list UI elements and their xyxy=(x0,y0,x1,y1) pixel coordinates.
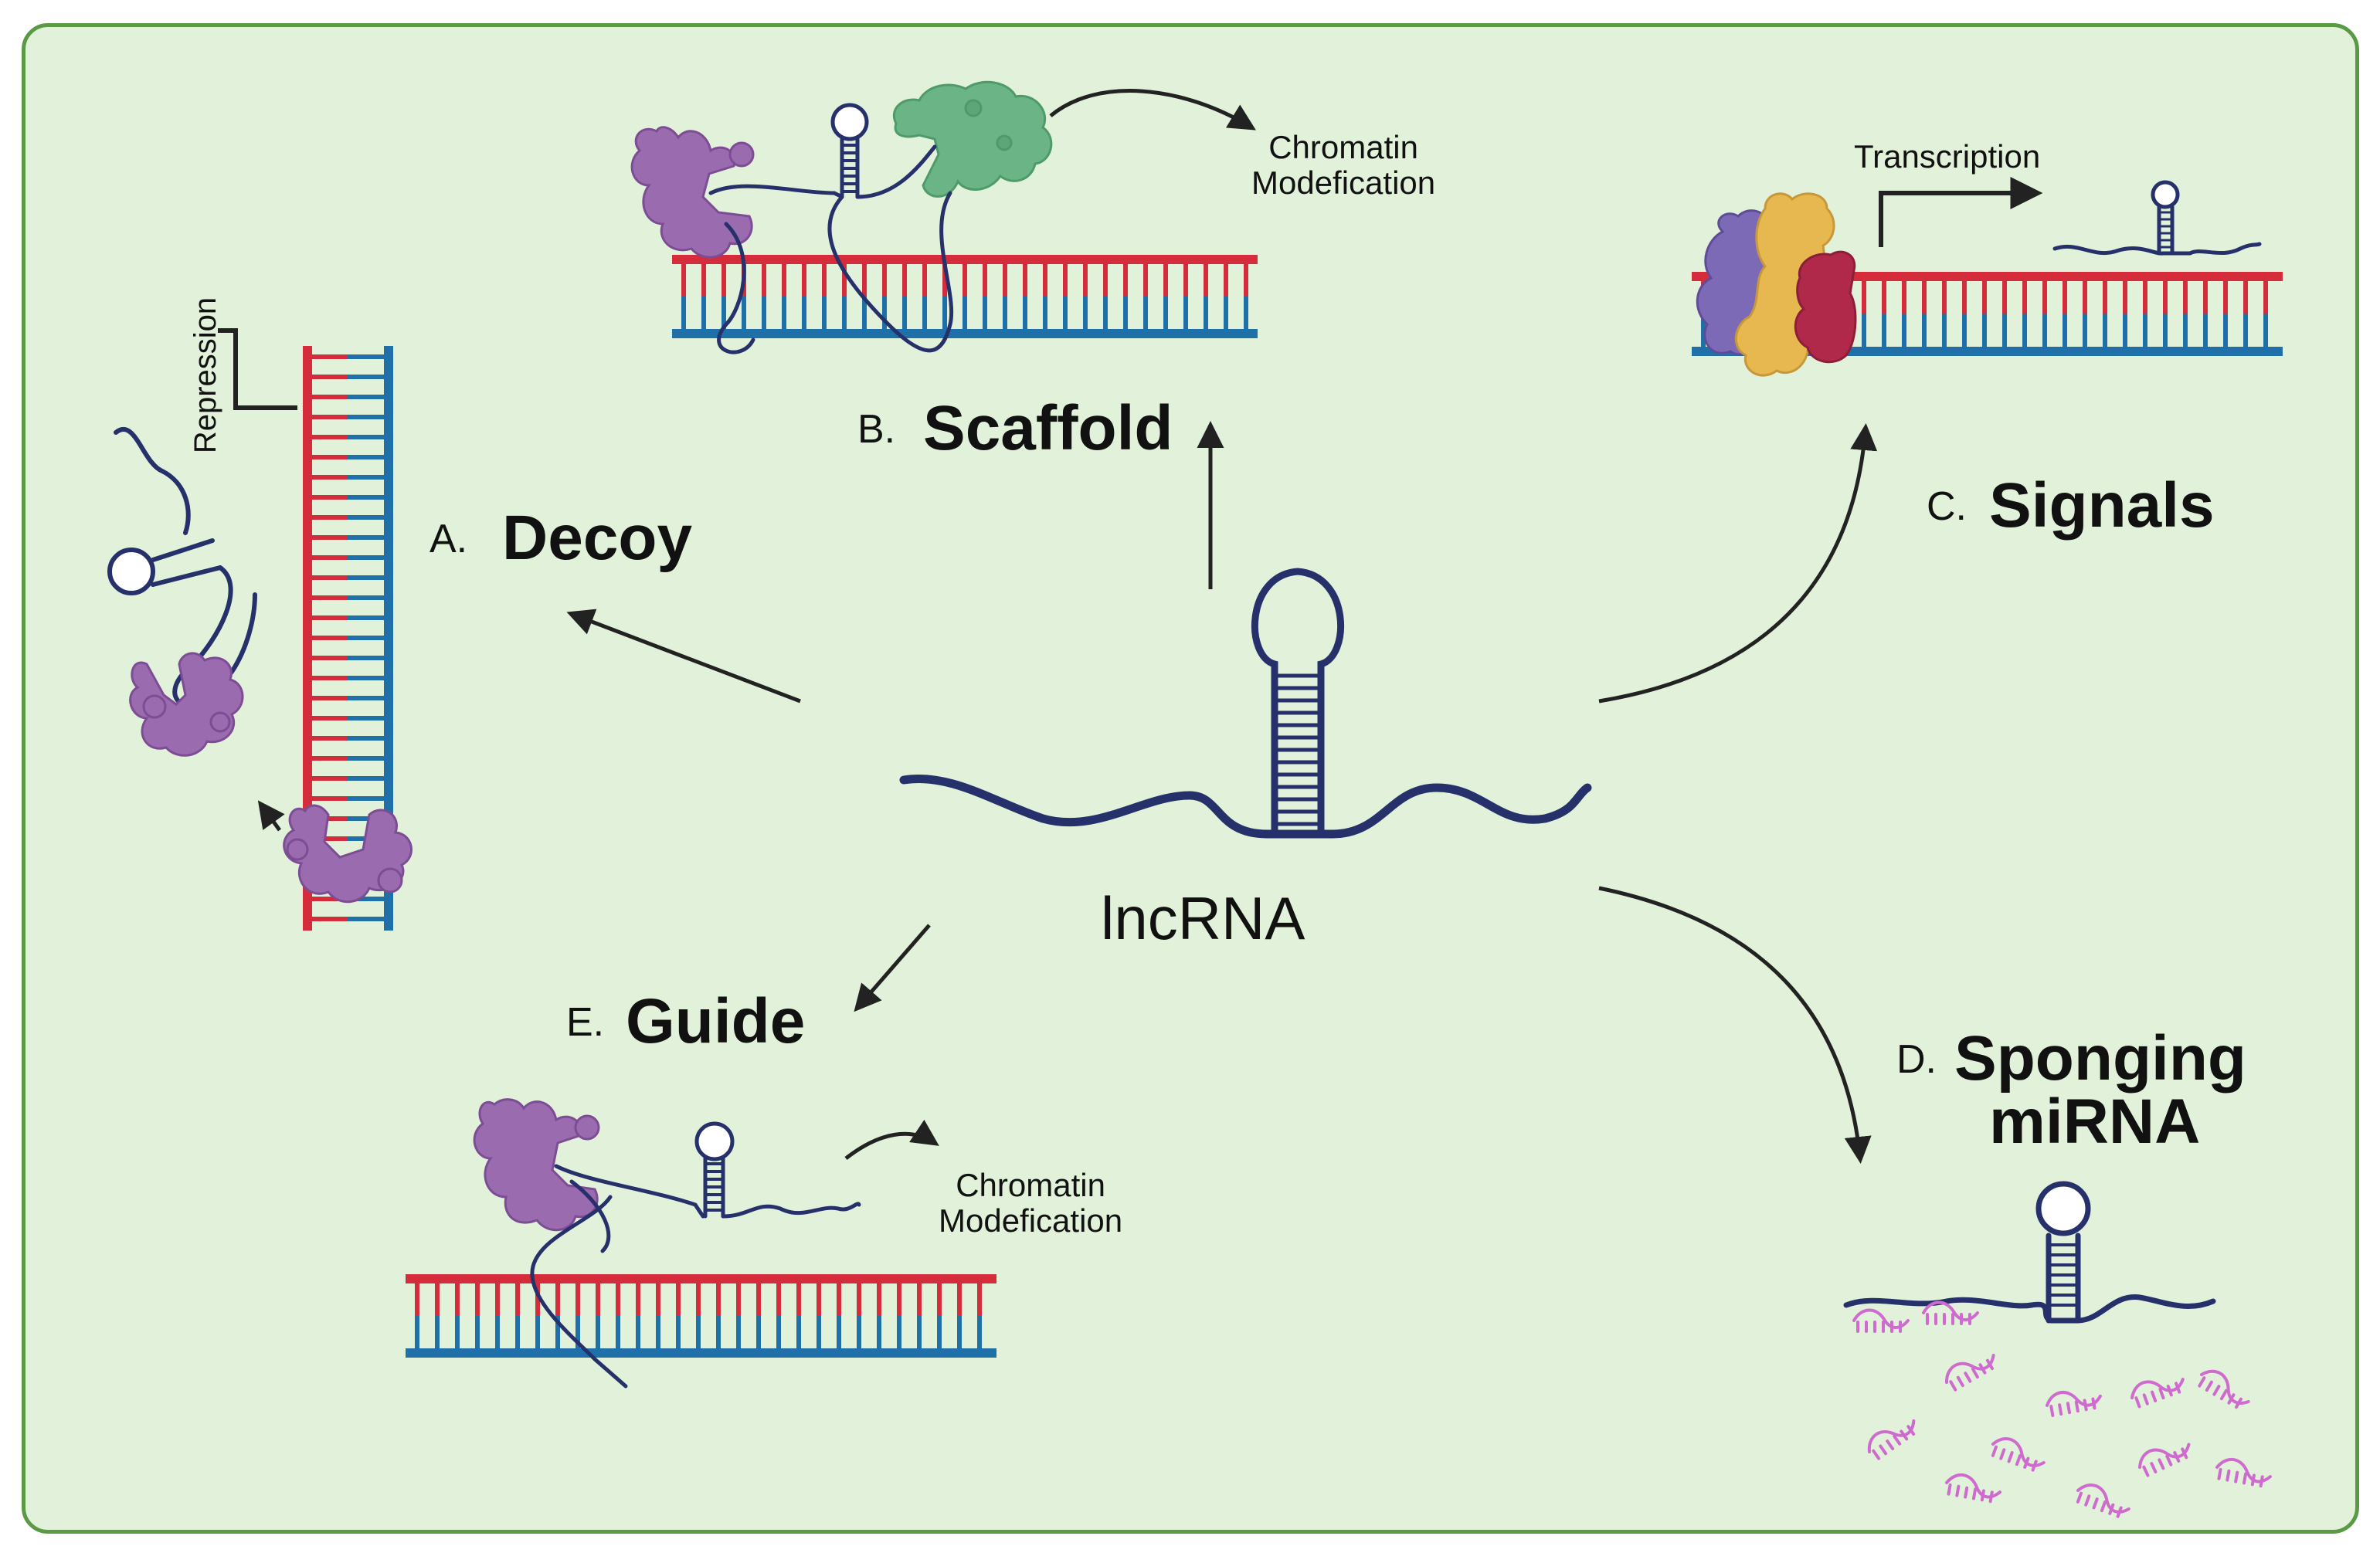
mirna xyxy=(2138,1443,2191,1477)
transcription-label: Transcription xyxy=(1854,138,2041,175)
mirna xyxy=(2046,1391,2102,1417)
decoy-release-arrow xyxy=(257,800,285,832)
central-lncrna xyxy=(899,568,1592,839)
arrows xyxy=(566,421,1878,1164)
sponging-letter: D. xyxy=(1896,1037,1937,1082)
decoy-letter: A. xyxy=(429,517,468,561)
mirna xyxy=(1945,1473,2001,1504)
guide-dna xyxy=(406,1274,996,1358)
scaffold-chromatin-label: Chromatin Modefication xyxy=(1251,130,1435,201)
scaffold-title: Scaffold xyxy=(923,393,1173,463)
sponging-rna xyxy=(1843,1181,2216,1324)
transcription-arrow xyxy=(1879,177,2043,247)
guide-chromatin-line1: Chromatin xyxy=(956,1167,1105,1203)
decoy-protein-bound xyxy=(283,804,413,904)
guide-rna xyxy=(530,1121,861,1389)
guide-chromatin-line2: Modefication xyxy=(939,1202,1123,1239)
arrow-to-decoy xyxy=(566,609,801,704)
guide-title: Guide xyxy=(626,986,806,1056)
scaffold-chromatin-line1: Chromatin xyxy=(1268,129,1418,165)
decoy-protein-free xyxy=(129,652,244,757)
sponging-title: Sponging xyxy=(1954,1023,2247,1094)
sponging-title-line2: miRNA xyxy=(1989,1087,2201,1157)
scaffold-letter: B. xyxy=(857,407,896,452)
center-label: lncRNA xyxy=(1101,884,1305,952)
guide-letter: E. xyxy=(566,1000,605,1045)
scaffold-chromatin-arrow xyxy=(1049,89,1256,131)
mirna-molecules xyxy=(1852,1300,2272,1518)
scaffold-dna xyxy=(672,255,1258,338)
signals-letter: C. xyxy=(1927,484,1967,529)
mirna xyxy=(1922,1300,1979,1325)
scaffold-protein-purple xyxy=(630,126,755,259)
mirna xyxy=(1852,1308,1910,1333)
scaffold-rna xyxy=(708,103,954,354)
decoy-title: Decoy xyxy=(502,503,693,573)
guide-protein xyxy=(473,1098,600,1232)
arrow-to-guide xyxy=(854,924,931,1012)
signals-title: Signals xyxy=(1989,470,2215,541)
mirna xyxy=(2215,1458,2272,1488)
mirna xyxy=(1944,1354,1995,1392)
guide-chromatin-label: Chromatin Modefication xyxy=(939,1168,1122,1239)
scaffold-protein-green xyxy=(892,80,1053,198)
mirna xyxy=(2130,1378,2185,1409)
guide-chromatin-arrow xyxy=(844,1119,939,1160)
mirna xyxy=(2198,1369,2250,1409)
mirna xyxy=(1867,1419,1916,1460)
arrow-to-signals xyxy=(1598,423,1878,704)
signals-transcript xyxy=(2052,180,2262,256)
repression-label: Repression xyxy=(188,297,223,454)
scaffold-chromatin-line2: Modefication xyxy=(1251,164,1436,201)
arrow-to-sponging xyxy=(1598,886,1872,1164)
signals-protein-crimson xyxy=(1794,250,1857,364)
mirna xyxy=(2076,1483,2130,1518)
repression-bar xyxy=(218,328,297,410)
mirna xyxy=(1991,1437,2046,1472)
